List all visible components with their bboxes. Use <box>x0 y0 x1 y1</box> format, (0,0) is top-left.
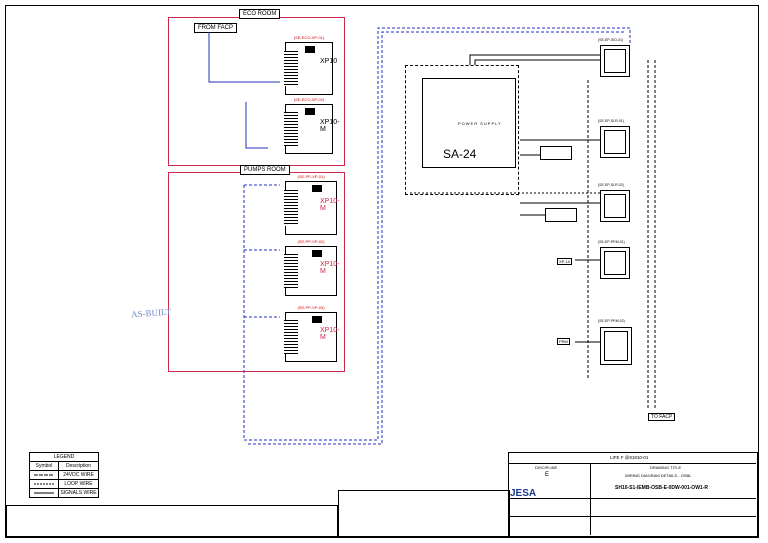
company-logo: JESA <box>510 488 537 499</box>
panel-name: SA-24 <box>443 147 477 161</box>
module-name: XP10-M <box>320 119 340 134</box>
module-tag: (SE-PP-XP-03) <box>297 305 325 310</box>
module-name: XP10-M <box>320 327 340 342</box>
module-tag: (SE-EP-SLR-01) <box>598 119 624 123</box>
terminal-strip <box>284 254 298 288</box>
xp10-device-label: XP-10 <box>557 258 573 265</box>
module-name: XP10-M <box>320 197 340 212</box>
module-name: XP10 <box>320 58 338 66</box>
module-tag: (SE-ECO-XP-01) <box>293 35 325 40</box>
power-supply-label: POWER SUPPLY <box>458 121 502 126</box>
module-tag: (SE-ECO-XP-02) <box>293 97 325 102</box>
xp10m-module-2: (SE-ECO-XP-02) XP10-M <box>284 97 339 154</box>
module-tag: (SE-EP-PRM-01) <box>598 240 625 244</box>
xp10m-module-3: (SE-PP-XP-01) XP10-M <box>284 174 340 235</box>
module-tag: (SE-EP-ISO-01) <box>598 38 624 42</box>
module-tag: (SE-PP-XP-02) <box>297 239 325 244</box>
bell-device-2 <box>545 208 577 222</box>
drawing-title-label: DRAWING TITLE <box>650 465 682 470</box>
sa24-panel: POWER SUPPLY SA-24 <box>422 78 516 168</box>
prm-device-label: PRM <box>557 338 570 345</box>
discipline-label: DISCIPLINE <box>535 465 558 470</box>
drawing-title: WIRING DIAGRAM DETAILS - OSBL <box>625 473 692 478</box>
prm-module-2 <box>600 327 632 365</box>
legend-header: Symbol Description <box>30 462 98 471</box>
revision-table <box>338 490 510 537</box>
legend: LEGEND Symbol Description 24VDC WIRE LOO… <box>29 452 99 498</box>
slr-module-2 <box>600 190 630 222</box>
terminal-strip <box>284 112 298 146</box>
to-facp-label: TO FACP <box>648 413 676 421</box>
xp10m-module-5: (SE-PP-XP-03) XP10-M <box>284 305 340 362</box>
module-tag: (SE-EP-SLR-02) <box>598 183 624 187</box>
module-name: XP10-M <box>320 261 340 276</box>
terminal-strip <box>284 50 298 87</box>
bell-device-1 <box>540 146 572 160</box>
drawing-number: SH10-S1-IEMB-OSB-E-0DW-001-OW1-R <box>615 485 708 491</box>
discipline-value: E <box>545 472 550 478</box>
slr-module-1 <box>600 126 630 158</box>
eco-room-label: ECO ROOM <box>239 9 281 19</box>
from-facp-label: FROM FACP <box>194 23 238 33</box>
legend-row: LOOP WIRE <box>30 480 98 489</box>
pumps-room-label: PUMPS ROOM <box>240 165 290 175</box>
drawing-sheet <box>5 5 759 538</box>
terminal-strip <box>284 189 298 227</box>
life-label: LIFE F @81810-01 <box>610 455 649 460</box>
module-tag: (SE-EP-PRM-02) <box>598 319 625 323</box>
xp10-module-1: (SE-ECO-XP-01) XP10 <box>284 35 337 95</box>
legend-row: SIGNALS WIRE <box>30 489 98 497</box>
xp10m-module-4: (SE-PP-XP-02) XP10-M <box>284 239 340 296</box>
terminal-strip <box>284 320 298 354</box>
revision-block <box>6 505 338 537</box>
legend-row: 24VDC WIRE <box>30 471 98 480</box>
iso-module <box>600 45 630 77</box>
prm-module-1 <box>600 247 630 279</box>
legend-title: LEGEND <box>30 453 98 462</box>
module-tag: (SE-PP-XP-01) <box>297 174 325 179</box>
title-block <box>508 452 758 537</box>
